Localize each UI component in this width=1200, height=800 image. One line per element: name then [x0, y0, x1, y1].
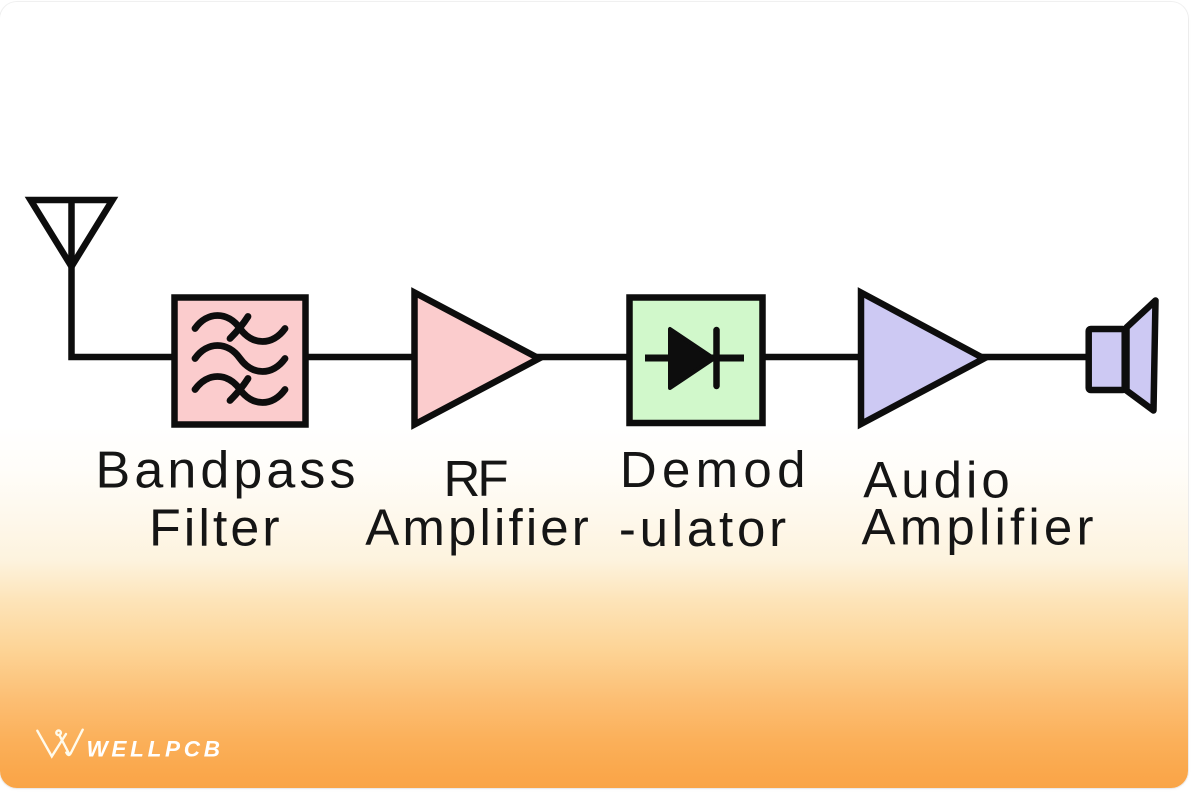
svg-text:RF: RF [444, 450, 508, 507]
svg-text:Amplifier: Amplifier [862, 499, 1098, 556]
svg-text:-ulator: -ulator [619, 500, 790, 557]
svg-text:Bandpass: Bandpass [96, 442, 360, 500]
svg-text:Filter: Filter [149, 500, 283, 558]
svg-text:Amplifier: Amplifier [365, 499, 592, 556]
svg-text:WELLPCB: WELLPCB [87, 736, 224, 761]
svg-text:Demod: Demod [620, 441, 811, 498]
svg-text:Audio: Audio [863, 451, 1013, 508]
